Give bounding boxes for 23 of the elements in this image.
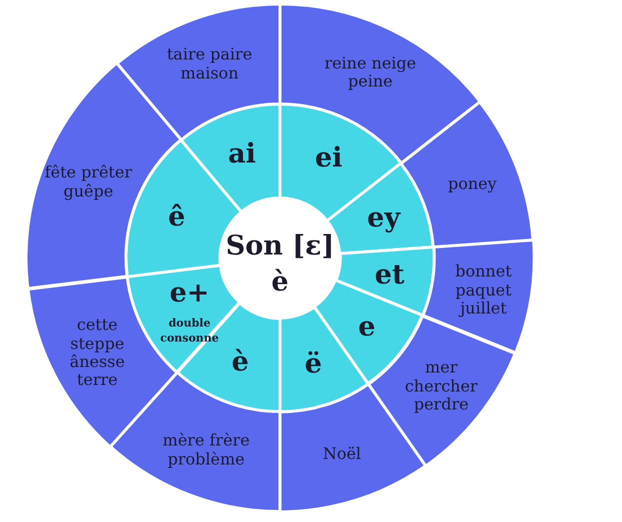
example-words: fête prêter guêpe	[44, 164, 133, 201]
wheel-title: Son [ɛ]	[226, 230, 334, 262]
example-words: mère frère problème	[162, 432, 251, 469]
example-words: mer chercher perdre	[404, 358, 479, 414]
spelling-label: è	[271, 266, 289, 298]
spelling-label: e+	[170, 278, 210, 309]
outer-ring-segment	[401, 102, 534, 248]
spelling-label: ai	[228, 138, 256, 170]
spelling-label: e	[358, 312, 376, 343]
spelling-label: ê	[168, 202, 186, 233]
spelling-label: et	[374, 260, 404, 291]
spelling-label: è	[232, 346, 249, 378]
spelling-label: ë	[304, 348, 322, 380]
example-words: poney	[446, 174, 498, 194]
example-words: bonnet paquet juillet	[454, 262, 513, 318]
example-words: Noël	[322, 445, 362, 464]
example-words: cette steppe ânesse terre	[68, 316, 126, 390]
outer-ring-segment	[116, 4, 280, 140]
example-words: taire paire maison	[166, 46, 254, 83]
spelling-label: ei	[314, 142, 342, 174]
outer-ring-segment	[422, 240, 534, 354]
spelling-label: ey	[367, 202, 400, 234]
example-words: reine neige peine	[323, 54, 418, 92]
